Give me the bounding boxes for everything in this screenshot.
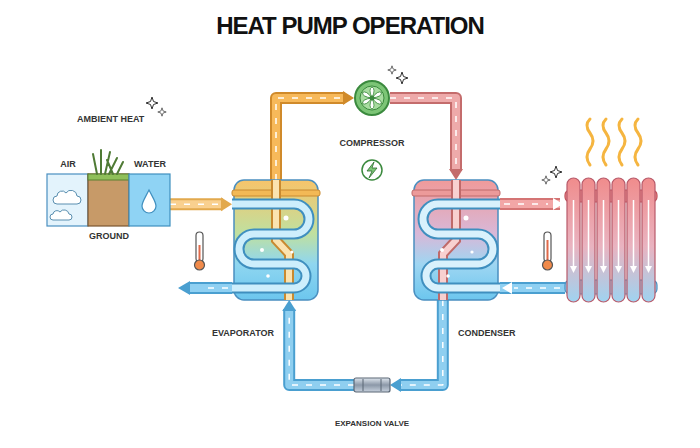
part-label: AMBIENT HEAT bbox=[75, 114, 146, 125]
part-label: WATER bbox=[132, 159, 168, 170]
part-label: COMPRESSOR bbox=[337, 138, 406, 149]
compressor-fan: COMPRESSOR bbox=[354, 80, 390, 116]
sparkle bbox=[146, 66, 562, 184]
refrigerant-pipe bbox=[276, 91, 354, 180]
thermometer bbox=[543, 232, 553, 270]
heat-source-box: AMBIENT HEATAIRWATERGROUND bbox=[47, 174, 170, 226]
compressor-fan-shape bbox=[354, 80, 390, 116]
expansion-valve-shape bbox=[354, 378, 390, 392]
part-label: GROUND bbox=[87, 231, 131, 242]
cold-exit-pipe bbox=[178, 281, 232, 295]
part-label: EVAPORATOR bbox=[210, 328, 276, 339]
refrigerant-pipe bbox=[170, 197, 232, 211]
thermometer bbox=[195, 232, 205, 270]
evaporator-tank-shape bbox=[232, 180, 320, 300]
condenser-tank-shape bbox=[412, 180, 500, 300]
refrigerant-pipe bbox=[282, 300, 354, 385]
heat-waves bbox=[587, 119, 641, 165]
power-icon bbox=[362, 160, 382, 180]
heat-source-box-shape bbox=[47, 174, 170, 226]
refrigerant-pipe bbox=[390, 300, 443, 392]
expansion-valve: EXPANSION VALVE bbox=[354, 378, 390, 392]
part-label: AIR bbox=[58, 159, 78, 170]
return-pipe bbox=[500, 282, 565, 294]
part-label: CONDENSER bbox=[456, 328, 518, 339]
radiator bbox=[565, 178, 657, 302]
condenser-tank: CONDENSER bbox=[412, 180, 500, 300]
title: HEAT PUMP OPERATION bbox=[0, 12, 700, 40]
evaporator-tank: EVAPORATOR bbox=[232, 180, 320, 300]
part-label: EXPANSION VALVE bbox=[333, 419, 411, 429]
hot-pipe bbox=[500, 198, 563, 210]
